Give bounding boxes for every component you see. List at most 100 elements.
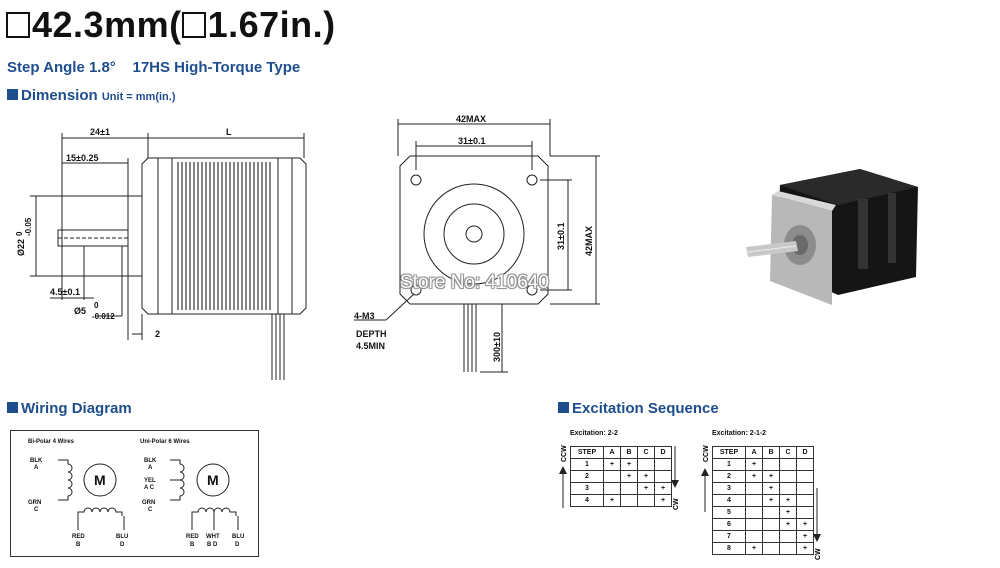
table-cell: [603, 470, 621, 483]
table-cell: +: [603, 458, 621, 471]
svg-text:CW: CW: [815, 548, 822, 560]
table-header-cell: B: [762, 446, 780, 459]
table-cell: [762, 518, 780, 531]
wire-label-blu: BLU: [116, 534, 128, 540]
table-cell: [779, 470, 797, 483]
table-cell: [762, 506, 780, 519]
table-cell: 1: [570, 458, 604, 471]
ccw-arrow-22: CCW: [559, 445, 568, 508]
table-cell: [796, 506, 814, 519]
wire-label-c: C: [34, 507, 39, 513]
table-cell: [796, 494, 814, 507]
square-symbol-icon: [6, 12, 30, 38]
table-cell: 2: [712, 470, 746, 483]
wire-label-b: B: [190, 542, 195, 548]
table-cell: +: [620, 470, 638, 483]
hole-label-3: 4.5MIN: [356, 341, 385, 351]
wire-label-grn: GRN: [142, 500, 155, 506]
table-cell: [620, 494, 638, 507]
wire-label-d: D: [235, 542, 240, 548]
lamination-stripes: [177, 162, 271, 310]
subtitle: Step Angle 1.8° 17HS High-Torque Type: [7, 59, 301, 76]
table-cell: 7: [712, 530, 746, 543]
svg-text:CCW: CCW: [561, 445, 568, 462]
table-header-cell: B: [620, 446, 638, 459]
wire-label-yel: YEL: [144, 478, 156, 484]
table-cell: 4: [712, 494, 746, 507]
table-cell: 5: [712, 506, 746, 519]
table-cell: +: [779, 506, 797, 519]
table-row: 4++: [570, 494, 672, 507]
table-header-cell: D: [654, 446, 672, 459]
table-cell: +: [762, 482, 780, 495]
table-cell: +: [603, 494, 621, 507]
svg-text:CCW: CCW: [703, 445, 710, 462]
unipolar-title: Uni-Polar 6 Wires: [140, 439, 190, 445]
table-cell: +: [779, 494, 797, 507]
table-cell: 4: [570, 494, 604, 507]
table-row: 1+: [712, 458, 814, 471]
table-cell: [762, 458, 780, 471]
table-row: 3+: [712, 482, 814, 495]
wire-label-red: RED: [186, 534, 199, 540]
table-cell: +: [745, 458, 763, 471]
table-header-cell: C: [637, 446, 655, 459]
wire-label-grn: GRN: [28, 500, 41, 506]
table-cell: [745, 494, 763, 507]
motor-symbol-unipolar: M: [207, 472, 219, 488]
cw-arrow-22: CW: [671, 446, 680, 510]
table-cell: +: [779, 518, 797, 531]
table-header-cell: STEP: [712, 446, 746, 459]
wire-label-a: A: [34, 465, 39, 471]
table-header-cell: D: [796, 446, 814, 459]
bipolar-title: Bi-Polar 4 Wires: [28, 439, 75, 445]
dim-2: 2: [155, 329, 160, 339]
wire-label-red: RED: [72, 534, 85, 540]
ccw-arrow-212: CCW: [701, 445, 710, 512]
excitation-heading: Excitation Sequence: [558, 400, 719, 417]
motor-symbol-bipolar: M: [94, 472, 106, 488]
table-cell: [745, 506, 763, 519]
table-header-cell: A: [745, 446, 763, 459]
table-cell: +: [796, 518, 814, 531]
table-row: 1++: [570, 458, 672, 471]
table-cell: +: [654, 494, 672, 507]
table-cell: [779, 458, 797, 471]
table-cell: [762, 530, 780, 543]
wire-label-wht: WHT: [206, 534, 220, 540]
wiring-heading: Wiring Diagram: [7, 400, 132, 417]
table-cell: [796, 482, 814, 495]
dim-42max-top: 42MAX: [456, 114, 486, 124]
wiring-diagram: Bi-Polar 4 Wires Uni-Polar 6 Wires M M B…: [28, 439, 244, 548]
table-row: 5+: [712, 506, 814, 519]
table-cell: [762, 542, 780, 555]
motor-photo: [746, 169, 918, 305]
wire-label-blk: BLK: [30, 458, 43, 464]
table-cell: +: [762, 494, 780, 507]
table-row: 2++: [570, 470, 672, 483]
dim-dia5-tol-upper: 0: [94, 301, 99, 310]
wire-label-d: D: [120, 542, 125, 548]
table-cell: +: [637, 482, 655, 495]
dim-24: 24±1: [90, 127, 110, 137]
wire-label-ac: A C: [144, 485, 155, 491]
table-cell: +: [745, 470, 763, 483]
excitation-22-label: Excitation: 2-2: [570, 430, 618, 437]
table-cell: [779, 542, 797, 555]
table-cell: [796, 470, 814, 483]
table-cell: [654, 458, 672, 471]
wire-label-blk: BLK: [144, 458, 157, 464]
table-cell: [637, 458, 655, 471]
wire-label-bd: B D: [207, 542, 218, 548]
svg-text:CW: CW: [673, 498, 680, 510]
table-row: 7+: [712, 530, 814, 543]
dim-31-side: 31±0.1: [556, 223, 566, 250]
unit-label: Unit = mm(in.): [101, 91, 176, 103]
table-cell: +: [796, 530, 814, 543]
table-cell: 1: [712, 458, 746, 471]
table-cell: +: [762, 470, 780, 483]
table-cell: +: [620, 458, 638, 471]
wire-label-c: C: [148, 507, 153, 513]
dim-dia5: Ø5: [74, 306, 86, 316]
